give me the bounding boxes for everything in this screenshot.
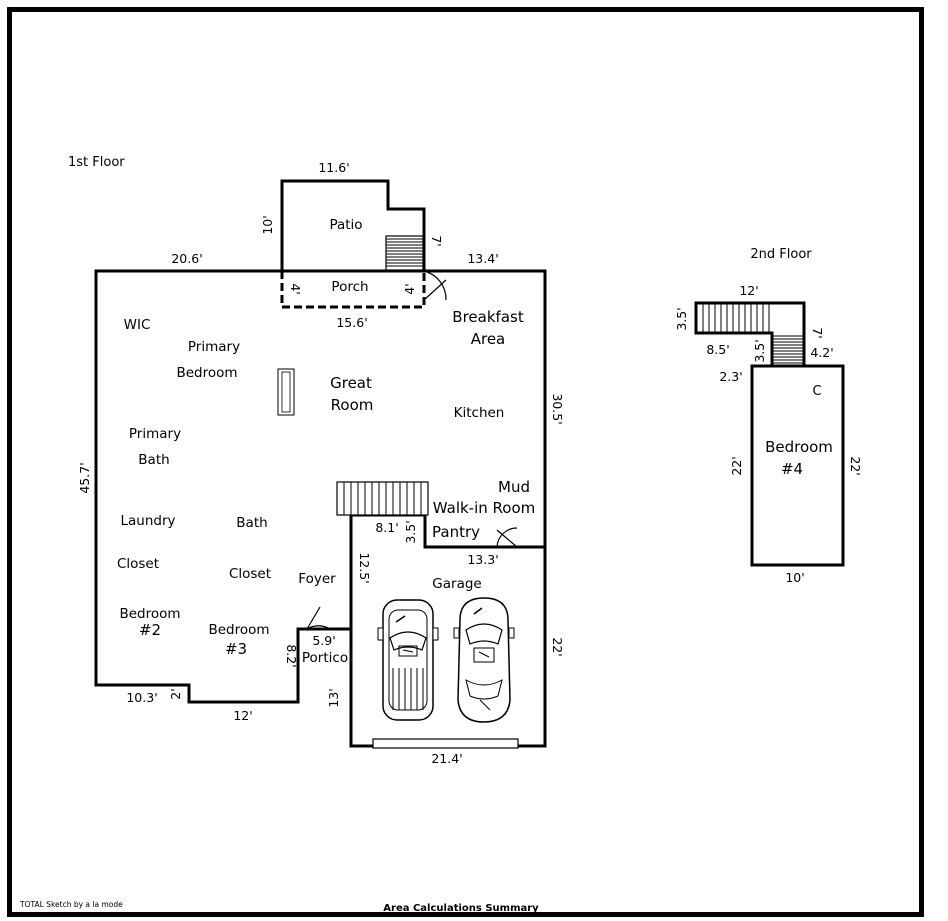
dim-bedroom-4-right: 22' (848, 456, 863, 475)
room-label-breakfast: Breakfast (452, 308, 524, 326)
room-label-primary-bedroom: Primary (188, 339, 240, 355)
upper-stairs-horizontal (702, 303, 770, 333)
dim-top-left: 20.6' (171, 251, 202, 266)
dim-bedroom-4-left: 22' (729, 456, 744, 475)
room-label-bedroom-3: Bedroom (208, 622, 269, 638)
dim-garage-left: 12.5' (357, 552, 372, 583)
dim-garage-lower-left: 13' (326, 688, 341, 707)
room-label-bedroom-4: Bedroom (765, 438, 833, 456)
car-icon (453, 597, 515, 723)
dim-stair-bottom: 8.5' (706, 342, 729, 357)
dim-patio-right: 7' (429, 235, 444, 246)
dim-pantry-bottom: 13.3' (467, 552, 498, 567)
room-label-closet-c: C (812, 384, 821, 399)
room-label-primary-bath-2: Bath (138, 452, 169, 468)
dim-porch-bottom: 15.6' (336, 315, 367, 330)
room-label-bedroom-2: Bedroom (119, 606, 180, 622)
dim-stair-offset: 4.2' (810, 345, 833, 360)
floor-label-first: 1st Floor (68, 155, 125, 170)
porch-outline (280, 269, 426, 309)
room-label-porch: Porch (331, 279, 368, 295)
dim-mud-step: 3.5' (403, 520, 418, 543)
room-label-kitchen: Kitchen (454, 405, 505, 421)
dim-stair-left: 3.5' (674, 307, 689, 330)
garage-door (372, 738, 519, 749)
room-label-primary-bath: Primary (129, 426, 181, 442)
dim-patio-left: 10' (260, 215, 275, 234)
room-label-breakfast-area: Area (471, 330, 506, 348)
room-label-great-room-2: Room (331, 396, 374, 414)
room-label-foyer: Foyer (298, 571, 336, 587)
room-label-bedroom-3-number: #3 (225, 640, 247, 658)
dim-stair-top: 12' (739, 283, 758, 298)
dim-bedroom-4-bottom: 10' (785, 570, 804, 585)
bedroom-4-outline (750, 364, 845, 567)
room-label-bath: Bath (236, 515, 267, 531)
room-label-bedroom-4-number: #4 (781, 460, 803, 478)
dim-bottom-step: 2' (168, 688, 183, 699)
room-label-pantry: Pantry (432, 523, 480, 541)
upper-stairs-vertical (772, 335, 804, 364)
dim-portico-width: 5.9' (312, 633, 335, 648)
room-label-walk-in-room: Walk-in Room (433, 499, 536, 517)
room-label-patio: Patio (329, 217, 362, 233)
main-stairs (336, 481, 429, 516)
room-label-portico: Portico (302, 650, 348, 666)
sketch-credit: TOTAL Sketch by a la mode (19, 900, 123, 909)
door-swing-porch (423, 270, 447, 301)
room-label-closet-2: Closet (229, 566, 271, 582)
room-label-garage: Garage (432, 576, 481, 592)
room-label-closet: Closet (117, 556, 159, 572)
dim-stair-drop: 3.5' (752, 339, 767, 362)
dim-right-upper: 30.5' (550, 393, 565, 424)
room-label-primary-bedroom-2: Bedroom (176, 365, 237, 381)
dim-top-right: 13.4' (467, 251, 498, 266)
door-swing-pantry (496, 527, 518, 548)
dim-bottom-left: 10.3' (126, 690, 157, 705)
dim-portico-depth: 8.2' (284, 644, 299, 667)
room-label-wic: WIC (124, 317, 151, 333)
dim-bedroom-4-offset: 2.3' (719, 369, 742, 384)
patio-stairs (385, 235, 424, 271)
dim-bottom-mid: 12' (233, 708, 252, 723)
dim-garage-bottom: 21.4' (431, 751, 462, 766)
door-swing-portico (306, 606, 331, 630)
dim-stair-right: 7' (810, 327, 825, 338)
dim-mud-width: 8.1' (375, 520, 398, 535)
area-summary-title: Area Calculations Summary (383, 903, 539, 914)
car-icon (377, 599, 439, 721)
dim-left-side: 45.7' (77, 462, 92, 493)
room-label-great-room: Great (330, 374, 372, 392)
dim-porch-right: 4' (402, 283, 417, 294)
room-label-mud: Mud (498, 478, 530, 496)
patio-outline (280, 179, 426, 271)
fireplace (277, 368, 295, 416)
floor-label-second: 2nd Floor (750, 247, 812, 262)
dim-patio-top: 11.6' (318, 160, 349, 175)
dim-garage-right: 22' (550, 637, 565, 656)
room-label-laundry: Laundry (120, 513, 175, 529)
dim-porch-left: 4' (288, 283, 303, 294)
page-border (7, 7, 924, 917)
room-label-bedroom-2-number: #2 (139, 621, 161, 639)
